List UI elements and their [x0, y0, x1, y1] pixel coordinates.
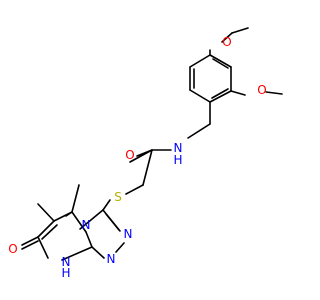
molecule-structure-canvas: O O O N H S N N N N H O [8, 27, 283, 280]
atom-methoxy-oxygen-right: O [257, 83, 266, 97]
bond-29 [71, 211, 87, 233]
atom-amide-nitrogen: N [174, 141, 183, 155]
bond-1 [189, 89, 211, 103]
atom-triazole-nitrogen-a: N [124, 227, 133, 241]
bond-8 [212, 58, 229, 69]
bond-13 [230, 90, 246, 96]
bond-35 [41, 224, 58, 240]
bond-14 [265, 91, 283, 95]
atom-ketone-oxygen: O [8, 242, 17, 256]
bond-32 [37, 236, 49, 259]
bond-11 [221, 32, 233, 43]
atom-amide-hydrogen: H [173, 153, 182, 167]
bond-33 [61, 246, 93, 261]
atom-ring-nitrogen: N [62, 255, 71, 269]
bond-36 [71, 184, 80, 213]
bond-6 [209, 90, 232, 103]
bond-3 [189, 54, 211, 68]
bond-31 [37, 220, 55, 238]
bond-22 [102, 199, 111, 211]
atom-bridgehead-nitrogen: N [82, 218, 91, 232]
bond-16 [187, 123, 211, 139]
bond-34 [65, 211, 73, 217]
bond-39 [21, 240, 39, 250]
bond-lines [21, 27, 283, 261]
bond-24 [105, 213, 120, 231]
bond-25 [115, 242, 125, 253]
atom-methoxy-oxygen-top: O [222, 35, 231, 49]
bond-37 [37, 203, 55, 222]
bond-20 [142, 149, 153, 186]
bond-26 [91, 246, 105, 259]
bond-38 [21, 236, 39, 246]
bond-27 [85, 231, 93, 248]
bond-21 [125, 184, 144, 195]
bond-4 [209, 54, 232, 68]
atom-ring-hydrogen: H [61, 266, 70, 280]
bond-9 [211, 88, 229, 99]
bond-12 [231, 27, 249, 34]
atom-carbonyl-oxygen: O [125, 148, 134, 162]
bond-19 [129, 149, 153, 163]
atom-triazole-nitrogen-b: N [107, 252, 116, 266]
atom-sulfur: S [114, 190, 122, 204]
molecule-structure-diagram: O O O N H S N N N N H O [8, 27, 283, 280]
bond-28 [79, 209, 104, 230]
